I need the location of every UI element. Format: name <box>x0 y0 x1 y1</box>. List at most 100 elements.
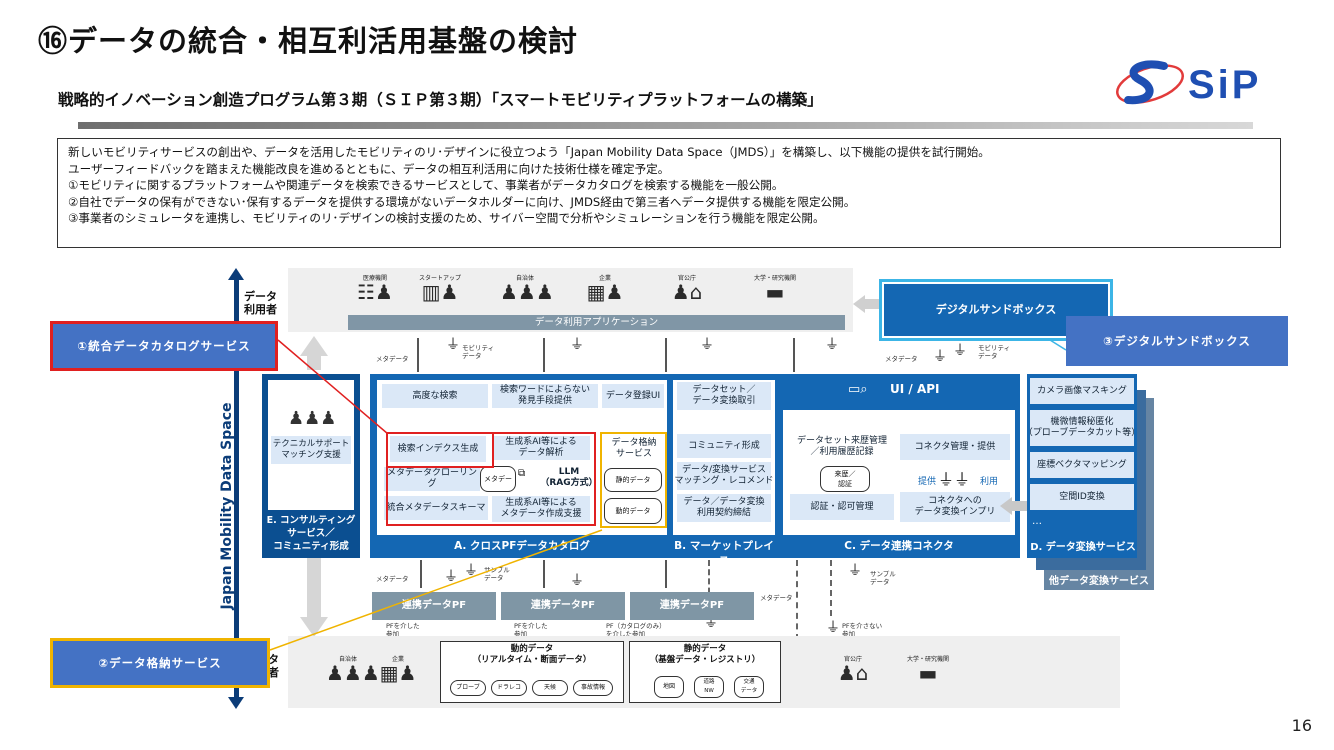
callout-line-1 <box>277 339 389 435</box>
ai-chip-icon: ⧉ <box>518 468 526 479</box>
building-icon: ▦♟ <box>586 280 624 304</box>
conversion-more: … <box>1032 516 1042 527</box>
map-db: 地図 <box>654 676 684 698</box>
dynamic-data-title: 動的データ （リアルタイム・断面データ） <box>472 644 592 665</box>
catalog-item: LLM （RAG方式） <box>540 464 598 492</box>
catalog-item: 高度な検索 <box>382 384 488 408</box>
catalog-item: メタデータクローリング <box>384 467 480 491</box>
summary-line: ユーザーフィードバックを踏まえた機能改良を進めるとともに、データの相互利活用に向… <box>68 161 670 176</box>
metadata-note: メタデータ <box>376 575 409 583</box>
provide-label: 提供 <box>918 477 937 487</box>
traffic-db: 交通 データ <box>734 676 764 698</box>
laptop-search-icon: ▭⌕ <box>848 382 868 397</box>
data-provider-label: タ 者 <box>268 653 279 679</box>
user-startup: スタートアップ▥♟ <box>410 273 470 302</box>
user-university: 大学・研究機関▬ <box>745 273 805 302</box>
consulting-item: テクニカルサポート マッチング支援 <box>271 436 351 464</box>
mortarboard-icon: ▬ <box>918 661 938 685</box>
plug-icon: ⏚ <box>570 337 584 353</box>
government-icon: ♟⌂ <box>837 661 869 685</box>
callout-catalog-service: ①統合データカタログサービス <box>50 321 278 371</box>
people-group-icon: ♟♟♟ <box>326 661 380 685</box>
vertical-axis-line <box>234 276 239 702</box>
via-catalog-note: PF（カタログのみ） を介した参加 <box>606 622 666 638</box>
left-arrow-icon <box>1000 497 1012 515</box>
market-item: データ/変換サービス マッチング・レコメンド <box>675 462 774 490</box>
plug-dark-icon: ⏚ <box>933 349 947 365</box>
metadata-note: メタデータ <box>376 355 409 363</box>
connector-item: データセット来歴管理 ／利用履歴記録 <box>790 432 894 462</box>
plug-icon: ⏚ <box>848 563 862 579</box>
government-icon: ♟⌂ <box>671 280 703 304</box>
provider-government: 官公庁♟⌂ <box>828 654 878 683</box>
metadata-note: メタデータ <box>885 355 918 363</box>
data-user-label: データ 利用者 <box>244 290 277 316</box>
mobility-data-note: モビリティ データ <box>462 344 495 360</box>
probe-db: プローブ <box>450 680 486 696</box>
static-data-db: 静的データ <box>604 468 662 492</box>
linked-data-pf: 連携データPF <box>630 592 754 620</box>
plug-icon: ⏚ <box>825 337 839 353</box>
plug-dark-icon: ⏚ <box>570 573 584 589</box>
dynamic-data-db: 動的データ <box>604 498 662 524</box>
connector-label: C. データ連携コネクタ <box>844 540 954 552</box>
sandbox-highlight <box>879 279 1113 341</box>
user-government: 官公庁♟⌂ <box>662 273 712 302</box>
market-label: B. マーケットプレイス <box>674 540 774 567</box>
provider-company: 企業▦♟ <box>376 654 420 683</box>
conversion-item: 空間ID変換 <box>1030 484 1134 510</box>
conversion-item: 座標ベクタマッピング <box>1030 452 1134 478</box>
sandbox-arrow-icon <box>853 295 865 313</box>
summary-line: ②自社でデータの保有ができない･保有するデータを提供する環境がないデータホルダー… <box>68 194 856 209</box>
metadata-note: メタデータ <box>760 594 793 602</box>
linked-data-pf: 連携データPF <box>501 592 625 620</box>
static-data-title: 静的データ （基盤データ・レジストリ） <box>649 644 761 665</box>
callout-digital-sandbox: ③デジタルサンドボックス <box>1066 316 1288 366</box>
ui-api-label: UI / API <box>890 382 940 396</box>
doctor-icon: ☷♟ <box>357 280 393 304</box>
conversion-item: カメラ画像マスキング <box>1030 378 1134 404</box>
plug-icon: ⏚ <box>953 343 967 359</box>
conversion-label: D. データ変換サービス <box>1030 542 1136 553</box>
conversion-item: 機微情報秘匿化 （プローブデータカット等） <box>1024 410 1140 446</box>
callout-storage-service: ②データ格納サービス <box>50 638 270 688</box>
catalog-item: 生成系AI等による データ解析 <box>492 436 590 460</box>
building-icon: ▦♟ <box>379 661 417 685</box>
sample-data-note: サンプル データ <box>484 566 510 582</box>
catalog-label: A. クロスPFデータカタログ <box>454 540 590 552</box>
no-pf-note: PFを介さない 参加 <box>842 622 883 638</box>
header-rule <box>78 122 1253 129</box>
plug-icon: ⏚ <box>446 337 460 353</box>
page-title: ⑯データの統合・相互利活用基盤の検討 <box>38 24 579 58</box>
market-item: コミュニティ形成 <box>677 434 771 458</box>
provenance-db: 来歴／ 認証 <box>820 466 870 492</box>
user-company: 企業▦♟ <box>580 273 630 302</box>
callout-line-3 <box>1049 339 1067 351</box>
startup-icon: ▥♟ <box>421 280 459 304</box>
consulting-label: E. コンサルティング サービス／ コミュニティ形成 <box>266 515 356 552</box>
via-pf-note: PFを介した 参加 <box>386 622 420 638</box>
user-municipality: 自治体♟♟♟ <box>500 275 554 304</box>
summary-box: 新しいモビリティサービスの創出や、データを活用したモビリティのリ･デザインに役立… <box>57 138 1281 248</box>
mobility-data-note: モビリティ データ <box>978 344 1011 360</box>
people-group-icon: ♟♟♟ <box>500 280 554 304</box>
connector-item: コネクタ管理・提供 <box>900 434 1010 460</box>
plug-pair-icon: ⏚⏚ <box>938 470 971 489</box>
catalog-item: 検索インデクス生成 <box>390 436 486 462</box>
catalog-item: 検索ワードによらない 発見手段提供 <box>492 384 598 408</box>
storage-service-title: データ格納 サービス <box>604 436 664 462</box>
metadata-db: メタデータ <box>480 466 516 507</box>
catalog-item: データ登録UI <box>602 384 664 408</box>
provider-university: 大学・研究機関▬ <box>898 654 958 683</box>
plug-dark-icon: ⏚ <box>826 620 840 636</box>
user-medical: 医療機関☷♟ <box>345 273 405 302</box>
road-network-db: 道路 NW <box>694 676 724 698</box>
connector-item: コネクタへの データ変換インプリ <box>900 492 1010 522</box>
other-conversion-label: 他データ変換サービス <box>1049 576 1149 587</box>
data-app-bar: データ利用アプリケーション <box>348 315 845 330</box>
axis-arrow-down-icon <box>228 697 244 709</box>
accident-db: 事故情報 <box>573 680 613 696</box>
mortarboard-icon: ▬ <box>765 280 785 304</box>
catalog-item: 統合メタデータスキーマ <box>384 496 488 520</box>
market-item: データセット／ データ変換取引 <box>677 382 771 410</box>
